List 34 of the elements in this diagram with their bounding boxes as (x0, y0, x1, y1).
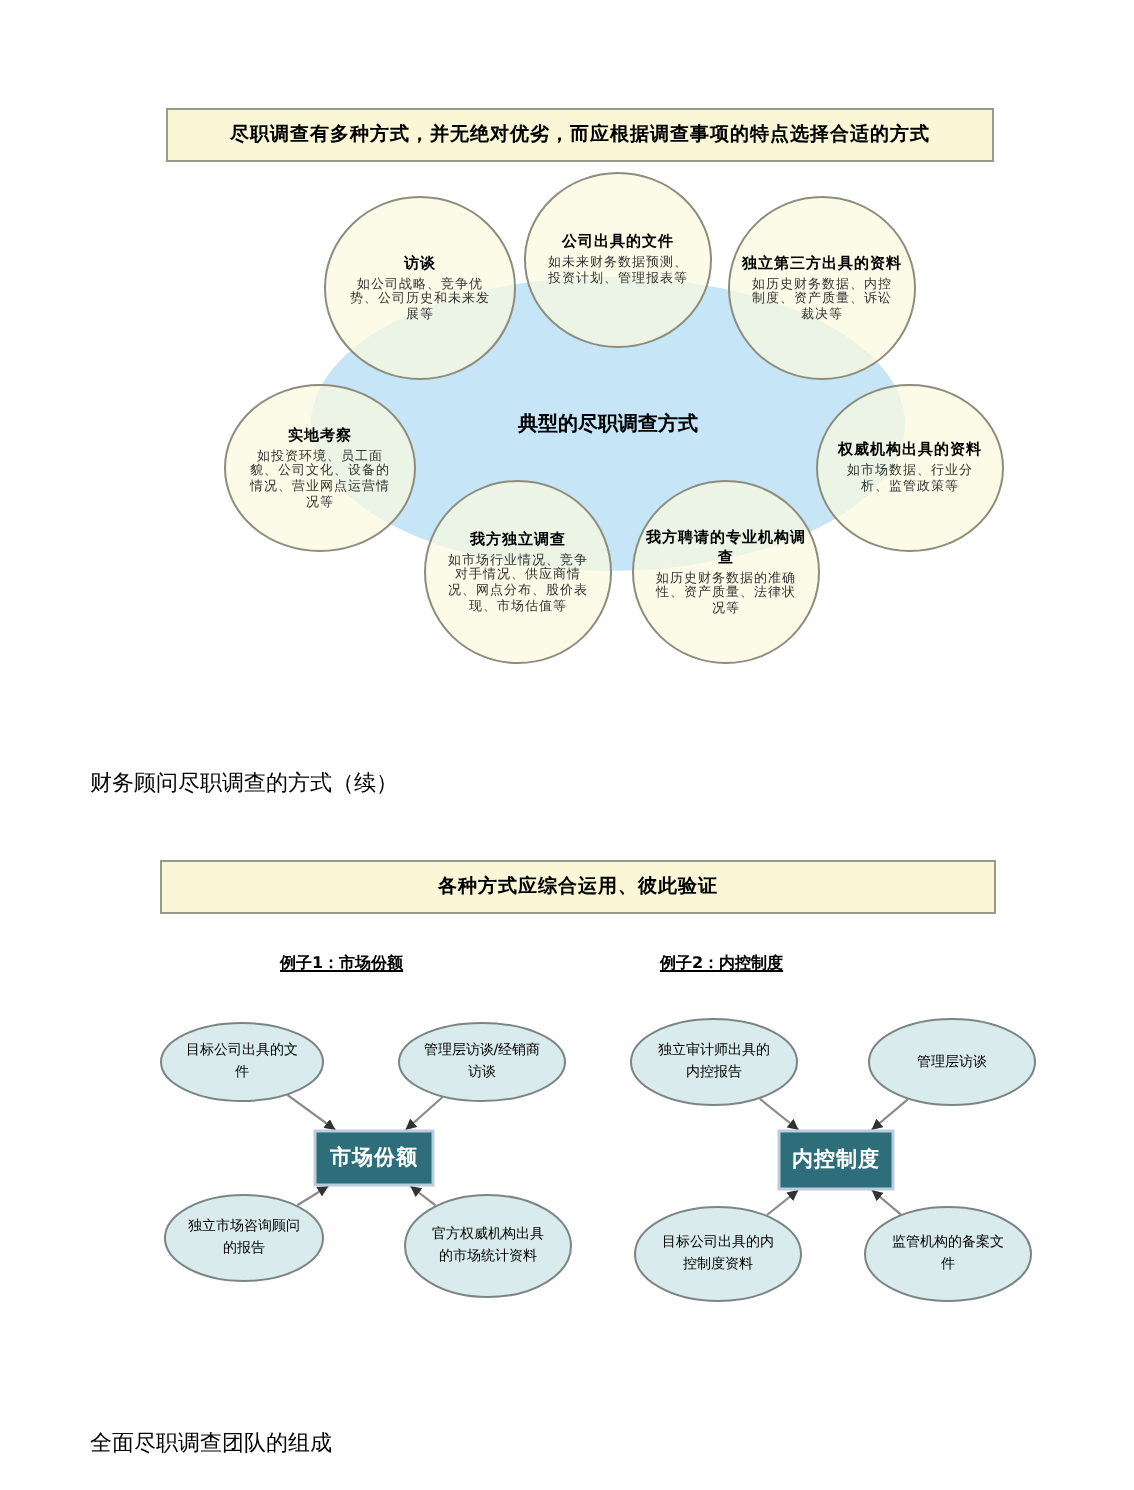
topic-box (778, 1130, 894, 1190)
topic-label: 内控制度 (792, 1146, 880, 1174)
banner (166, 108, 994, 162)
figure-caption: 全面尽职调查团队的组成 (90, 1428, 332, 1458)
source-ellipse (164, 1194, 324, 1282)
topic-label: 市场份额 (330, 1144, 418, 1172)
method-circle (632, 480, 820, 664)
source-ellipse (630, 1018, 798, 1106)
source-ellipse (868, 1018, 1036, 1106)
source-ellipse (864, 1206, 1032, 1302)
source-ellipse (398, 1022, 566, 1102)
arrow (287, 1094, 337, 1131)
central-heading: 典型的尽职调查方式 (518, 410, 698, 438)
method-circle (816, 384, 1004, 552)
example-heading: 例子1：市场份额 (280, 952, 404, 974)
arrow (409, 1185, 437, 1207)
banner-heading: 尽职调查有多种方式，并无绝对优劣，而应根据调查事项的特点选择合适的方式 (230, 122, 930, 148)
source-ellipse (634, 1206, 802, 1302)
method-circle (728, 196, 916, 380)
figure-caption: 财务顾问尽职调查的方式（续） (90, 768, 398, 798)
source-ellipse (160, 1022, 324, 1102)
arrow (404, 1096, 444, 1131)
arrow (296, 1185, 330, 1207)
arrow (759, 1098, 800, 1131)
topic-box (314, 1130, 434, 1186)
arrow (870, 1098, 909, 1131)
source-ellipse (404, 1194, 572, 1298)
banner-heading: 各种方式应综合运用、彼此验证 (438, 874, 718, 900)
arrow (766, 1189, 800, 1216)
arrow (871, 1189, 902, 1216)
banner (160, 860, 996, 914)
example-heading: 例子2：内控制度 (660, 952, 784, 974)
method-circle (324, 196, 516, 380)
method-circle (424, 480, 612, 664)
